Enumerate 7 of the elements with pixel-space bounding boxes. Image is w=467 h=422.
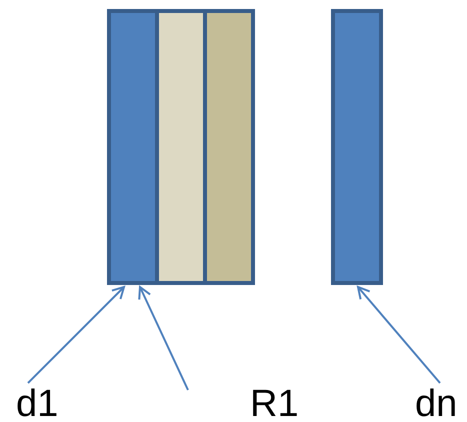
layer-label: R1: [250, 385, 299, 422]
layer-label: dn: [415, 385, 458, 422]
leader-line: [357, 286, 441, 384]
arrow: [138, 286, 189, 390]
leader-line: [27, 286, 125, 384]
layer-bar: [331, 9, 383, 285]
layer-label: d1: [16, 385, 58, 422]
